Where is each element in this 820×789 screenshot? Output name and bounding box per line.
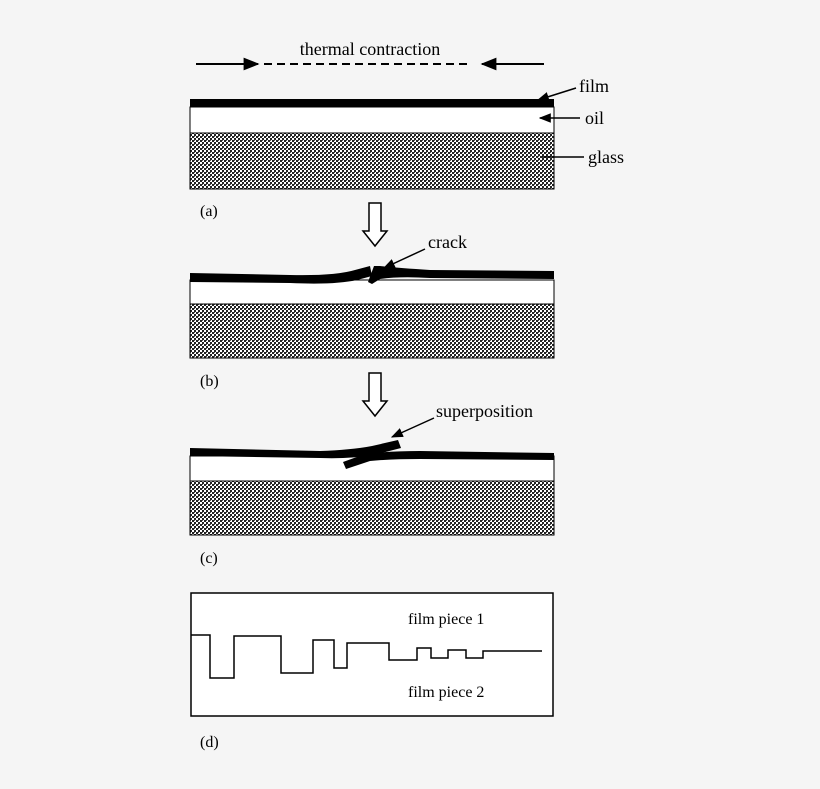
crack-profile-frame	[190, 592, 554, 717]
panel-b: crack (b)	[189, 232, 555, 390]
crack-pointer-arrow	[382, 248, 426, 269]
crack-edge-profile	[191, 634, 542, 679]
film-piece-lower	[343, 451, 554, 469]
oil-label: oil	[585, 108, 604, 128]
film-pointer-arrow	[536, 87, 577, 102]
panel-a-label: (a)	[200, 203, 218, 220]
glass-layer	[189, 480, 555, 536]
oil-layer	[189, 106, 555, 134]
down-arrow-icon	[361, 372, 389, 418]
film-piece-upper	[190, 440, 401, 459]
crack-label: crack	[428, 232, 467, 252]
film-label: film	[579, 76, 609, 96]
glass-layer	[189, 303, 555, 359]
thermal-contraction-label: thermal contraction	[300, 39, 440, 59]
down-arrow-icon	[361, 202, 389, 248]
glass-label: glass	[588, 147, 624, 167]
superposition-label: superposition	[436, 401, 533, 421]
superposition-pointer-arrow	[390, 417, 435, 438]
panel-b-label: (b)	[200, 373, 219, 390]
film-layer	[190, 99, 554, 107]
panel-c-label: (c)	[200, 550, 218, 567]
panel-a: thermal contraction film oil glass (a)	[189, 39, 624, 220]
film-piece-1-label: film piece 1	[408, 611, 484, 628]
glass-layer	[189, 132, 555, 190]
film-piece-left	[190, 266, 372, 284]
panel-d-label: (d)	[200, 734, 219, 751]
film-piece-right	[368, 266, 554, 284]
panel-c: superposition (c)	[189, 401, 555, 567]
film-piece-2-label: film piece 2	[408, 684, 484, 701]
panel-d: film piece 1 film piece 2 (d)	[190, 592, 554, 751]
